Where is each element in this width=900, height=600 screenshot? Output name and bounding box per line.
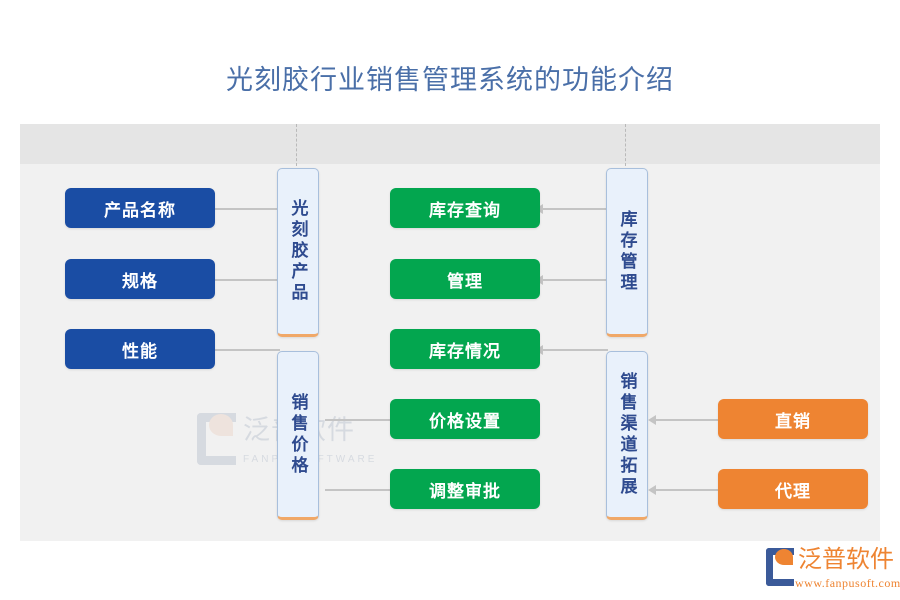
leaf-agent[interactable]: 代理: [718, 469, 868, 509]
dashed-riser-right: [625, 124, 626, 166]
watermark-brand-en: FANPU SOFTWARE: [243, 454, 378, 465]
leaf-management[interactable]: 管理: [390, 259, 540, 299]
leaf-product-name-label: 产品名称: [104, 200, 176, 220]
panel-header-strip: [20, 124, 880, 164]
brand-name: 泛普软件: [798, 547, 894, 573]
page-title: 光刻胶行业销售管理系统的功能介绍: [226, 65, 674, 95]
fanpu-logo-icon: [765, 545, 795, 586]
brand-logo: 泛普软件 www.fanpusoft.com: [765, 545, 900, 591]
connector-agent: [656, 489, 718, 491]
leaf-product-name[interactable]: 产品名称: [65, 188, 215, 228]
leaf-inventory-query[interactable]: 库存查询: [390, 188, 540, 228]
trunk-inventory-management-label: 库存管理: [617, 209, 637, 294]
trunk-sales-price-label: 销售价格: [288, 392, 308, 477]
connector-performance: [215, 349, 280, 351]
dashed-riser-left: [296, 124, 297, 166]
arrowhead-direct-sales-icon: [648, 415, 656, 425]
leaf-agent-label: 代理: [775, 481, 811, 501]
connector-adjust-approval: [325, 489, 390, 491]
connector-specification: [215, 279, 280, 281]
arrowhead-agent-icon: [648, 485, 656, 495]
trunk-channel-expansion[interactable]: 销售渠道拓展: [606, 351, 648, 520]
connector-management: [543, 279, 608, 281]
trunk-photoresist-product-label: 光刻胶产品: [288, 199, 308, 304]
leaf-direct-sales-label: 直销: [775, 411, 811, 431]
leaf-inventory-status[interactable]: 库存情况: [390, 329, 540, 369]
connector-inventory-status: [543, 349, 608, 351]
leaf-inventory-status-label: 库存情况: [429, 341, 501, 361]
connector-inventory-query: [543, 208, 608, 210]
trunk-sales-price[interactable]: 销售价格: [277, 351, 319, 520]
leaf-direct-sales[interactable]: 直销: [718, 399, 868, 439]
leaf-performance-label: 性能: [122, 341, 158, 361]
connector-direct-sales: [656, 419, 718, 421]
trunk-channel-expansion-label: 销售渠道拓展: [617, 371, 637, 498]
trunk-inventory-management[interactable]: 库存管理: [606, 168, 648, 337]
leaf-specification-label: 规格: [122, 271, 158, 291]
diagram-panel: 泛普软件 FANPU SOFTWARE 光刻胶产品 销售价格 库存管理 销售渠道…: [20, 124, 880, 541]
leaf-management-label: 管理: [447, 271, 483, 291]
leaf-adjust-approval[interactable]: 调整审批: [390, 469, 540, 509]
watermark-logo-icon: [195, 409, 237, 465]
leaf-adjust-approval-label: 调整审批: [429, 481, 501, 501]
trunk-photoresist-product[interactable]: 光刻胶产品: [277, 168, 319, 337]
connector-product-name: [215, 208, 280, 210]
leaf-inventory-query-label: 库存查询: [429, 200, 501, 220]
leaf-performance[interactable]: 性能: [65, 329, 215, 369]
leaf-specification[interactable]: 规格: [65, 259, 215, 299]
brand-url: www.fanpusoft.com: [795, 576, 900, 590]
leaf-price-setting[interactable]: 价格设置: [390, 399, 540, 439]
leaf-price-setting-label: 价格设置: [429, 411, 501, 431]
connector-price-setting: [325, 419, 390, 421]
